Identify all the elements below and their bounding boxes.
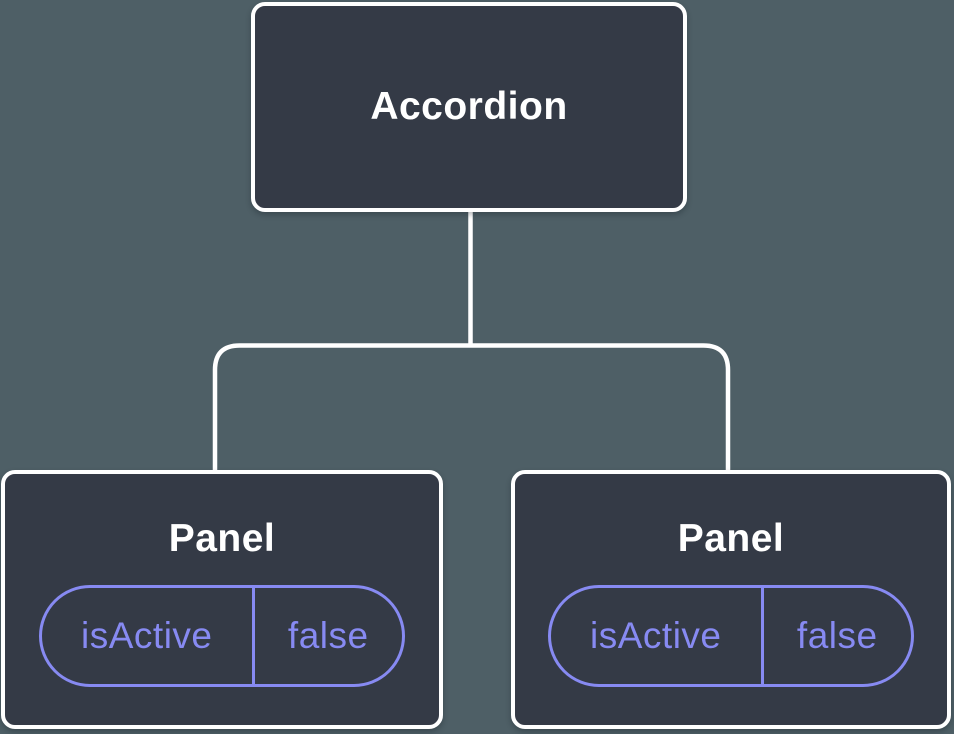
panel-1-state-value: false (287, 615, 369, 656)
panel-2-state-pill: isActive false (548, 585, 914, 687)
tree-node-accordion: Accordion (251, 2, 687, 212)
tree-node-panel-2: Panel isActive false (511, 470, 951, 729)
panel-2-state-name: isActive (551, 588, 764, 684)
branch-connector-bracket (212, 343, 731, 472)
panel-2-label: Panel (677, 517, 785, 560)
panel-1-state-name: isActive (42, 588, 255, 684)
panel-2-state-value: false (796, 615, 878, 656)
panel-1-state-pill: isActive false (39, 585, 405, 687)
accordion-node-label: Accordion (370, 85, 568, 128)
tree-node-panel-1: Panel isActive false (1, 470, 443, 729)
panel-1-label: Panel (168, 517, 276, 560)
